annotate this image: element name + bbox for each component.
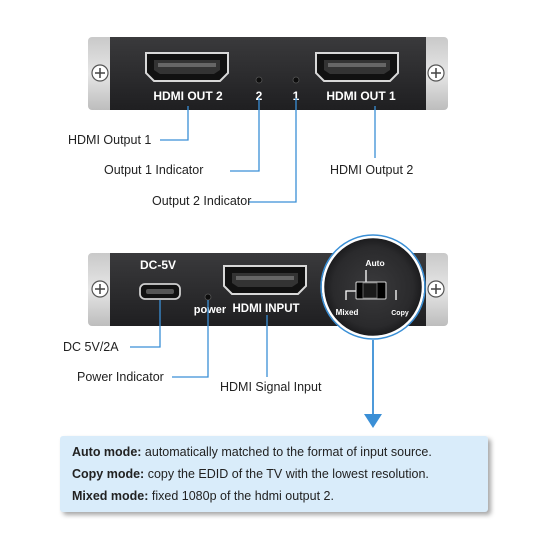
hdmi-out-2-port-icon (145, 52, 229, 82)
bottom-leader-lines (130, 300, 374, 416)
callout-power-indicator: Power Indicator (77, 370, 164, 384)
leader-hdmi-output-1 (160, 106, 189, 141)
mixed-mode-text: fixed 1080p of the hdmi output 2. (148, 489, 334, 503)
mixed-mode-line: Mixed mode: fixed 1080p of the hdmi outp… (72, 489, 334, 503)
mixed-mode-title: Mixed mode: (72, 489, 149, 503)
auto-mode-line: Auto mode: automatically matched to the … (72, 445, 432, 459)
callout-hdmi-output-1: HDMI Output 1 (68, 133, 152, 147)
indicator-2-label: 2 (256, 89, 263, 103)
switch-position-marks (345, 270, 397, 300)
hdmi-out-1-port-icon (315, 52, 399, 82)
hdmi-input-label: HDMI INPUT (232, 303, 299, 315)
callout-output-2-indicator: Output 2 Indicator (152, 194, 252, 208)
screw-cross-icon (95, 284, 105, 294)
hdmi-out-2-label: HDMI OUT 2 (153, 89, 223, 103)
hdmi-out-1-label: HDMI OUT 1 (326, 89, 396, 103)
indicator-1-led-icon (292, 76, 300, 84)
copy-mode-title: Copy mode: (72, 467, 145, 481)
copy-mode-text: copy the EDID of the TV with the lowest … (144, 467, 429, 481)
top-leader-lines (160, 98, 376, 203)
leader-power-indicator (172, 300, 209, 378)
switch-copy-label: Copy (391, 310, 409, 317)
callout-hdmi-signal-input: HDMI Signal Input (220, 380, 322, 394)
arrow-down-icon (364, 414, 382, 428)
leader-output-2-indicator (248, 98, 297, 203)
callout-hdmi-output-2: HDMI Output 2 (330, 163, 414, 177)
screw-cross-icon (431, 284, 441, 294)
power-label: power (194, 304, 227, 316)
mode-description-box: Auto mode: automatically matched to the … (60, 436, 488, 512)
power-led-icon (204, 293, 212, 301)
magnifier-ring (320, 234, 426, 340)
auto-mode-title: Auto mode: (72, 445, 142, 459)
top-device: HDMI OUT 2 2 1 HDMI OUT 1 (88, 37, 448, 110)
callout-dc-input: DC 5V/2A (63, 340, 119, 354)
slide-switch-toggle[interactable] (362, 282, 378, 299)
switch-mixed-label: Mixed (336, 308, 359, 317)
dc-5v-label: DC-5V (140, 258, 176, 272)
auto-mode-text: automatically matched to the format of i… (141, 445, 432, 459)
switch-auto-label: Auto (365, 258, 384, 268)
callout-output-1-indicator: Output 1 Indicator (104, 163, 204, 177)
screw-cross-icon (431, 68, 441, 78)
indicator-1-label: 1 (293, 89, 300, 103)
screw-cross-icon (95, 68, 105, 78)
indicator-2-led-icon (255, 76, 263, 84)
dc-power-port-icon (139, 283, 181, 300)
leader-output-1-indicator (230, 98, 260, 172)
leader-dc-input (130, 300, 161, 348)
hdmi-input-port-icon (223, 265, 307, 295)
mode-switch-magnifier: Auto Mixed Copy (320, 234, 426, 340)
copy-mode-line: Copy mode: copy the EDID of the TV with … (72, 467, 429, 481)
